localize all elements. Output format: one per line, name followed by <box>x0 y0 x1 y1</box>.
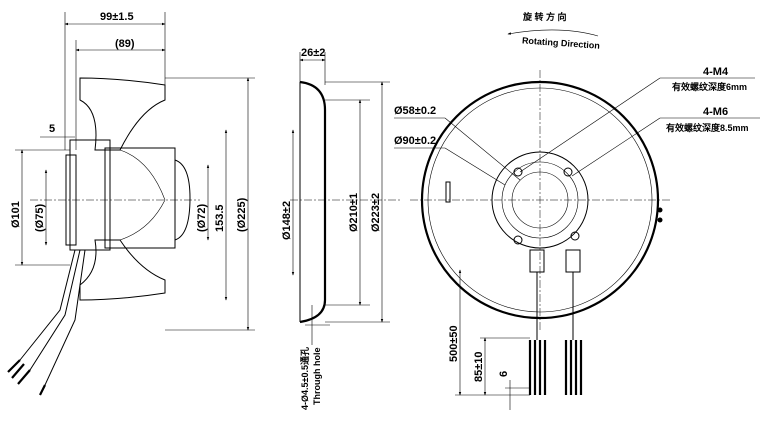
dia-225-label: (Ø225) <box>236 197 248 232</box>
dia-72-label: (Ø72) <box>196 204 208 232</box>
through-hole-note-cn: 4-Ø4.5±0.5通孔 <box>299 347 310 410</box>
dia-148-label: Ø148±2 <box>281 201 293 240</box>
strip-length-label: 85±10 <box>473 351 485 382</box>
rotation-direction-en: Rotating Direction <box>522 35 601 50</box>
wire-strip-label: 6 <box>498 371 510 377</box>
dia-90-label: Ø90±0.2 <box>394 135 436 147</box>
flange-offset-label: 5 <box>49 123 55 135</box>
dia-210-label: Ø210±1 <box>348 193 360 232</box>
height-153-label: 153.5 <box>214 204 226 232</box>
m4-note: 有效螺纹深度6mm <box>672 81 747 92</box>
dia-75-label: (Ø75) <box>34 204 46 232</box>
width-label: 26±2 <box>301 47 325 59</box>
body-length-label: (89) <box>115 38 135 50</box>
dia-223-label: Ø223±2 <box>370 193 382 232</box>
m6-label: 4-M6 <box>703 106 728 118</box>
dia-101-label: Ø101 <box>10 201 22 228</box>
dia-58-label: Ø58±0.2 <box>394 105 436 117</box>
side-view: 99±1.5 (89) 5 Ø101 (Ø75) (Ø72) 153.5 (Ø2… <box>7 11 255 396</box>
profile-view: 26±2 Ø148±2 Ø210±1 Ø223±2 4-Ø4.5±0.5通孔 T… <box>281 47 400 410</box>
m6-note: 有效螺纹深度8.5mm <box>666 122 749 133</box>
overall-length-label: 99±1.5 <box>100 11 134 23</box>
through-hole-note-en: Through hole <box>312 348 322 406</box>
cable-length-label: 500±50 <box>448 325 460 362</box>
m4-label: 4-M4 <box>703 66 729 78</box>
front-view: 旋 转 方 向 Rotating Direction 4-M4 有效螺纹深度6m… <box>394 11 760 410</box>
rotation-direction-cn: 旋 转 方 向 <box>522 11 567 22</box>
